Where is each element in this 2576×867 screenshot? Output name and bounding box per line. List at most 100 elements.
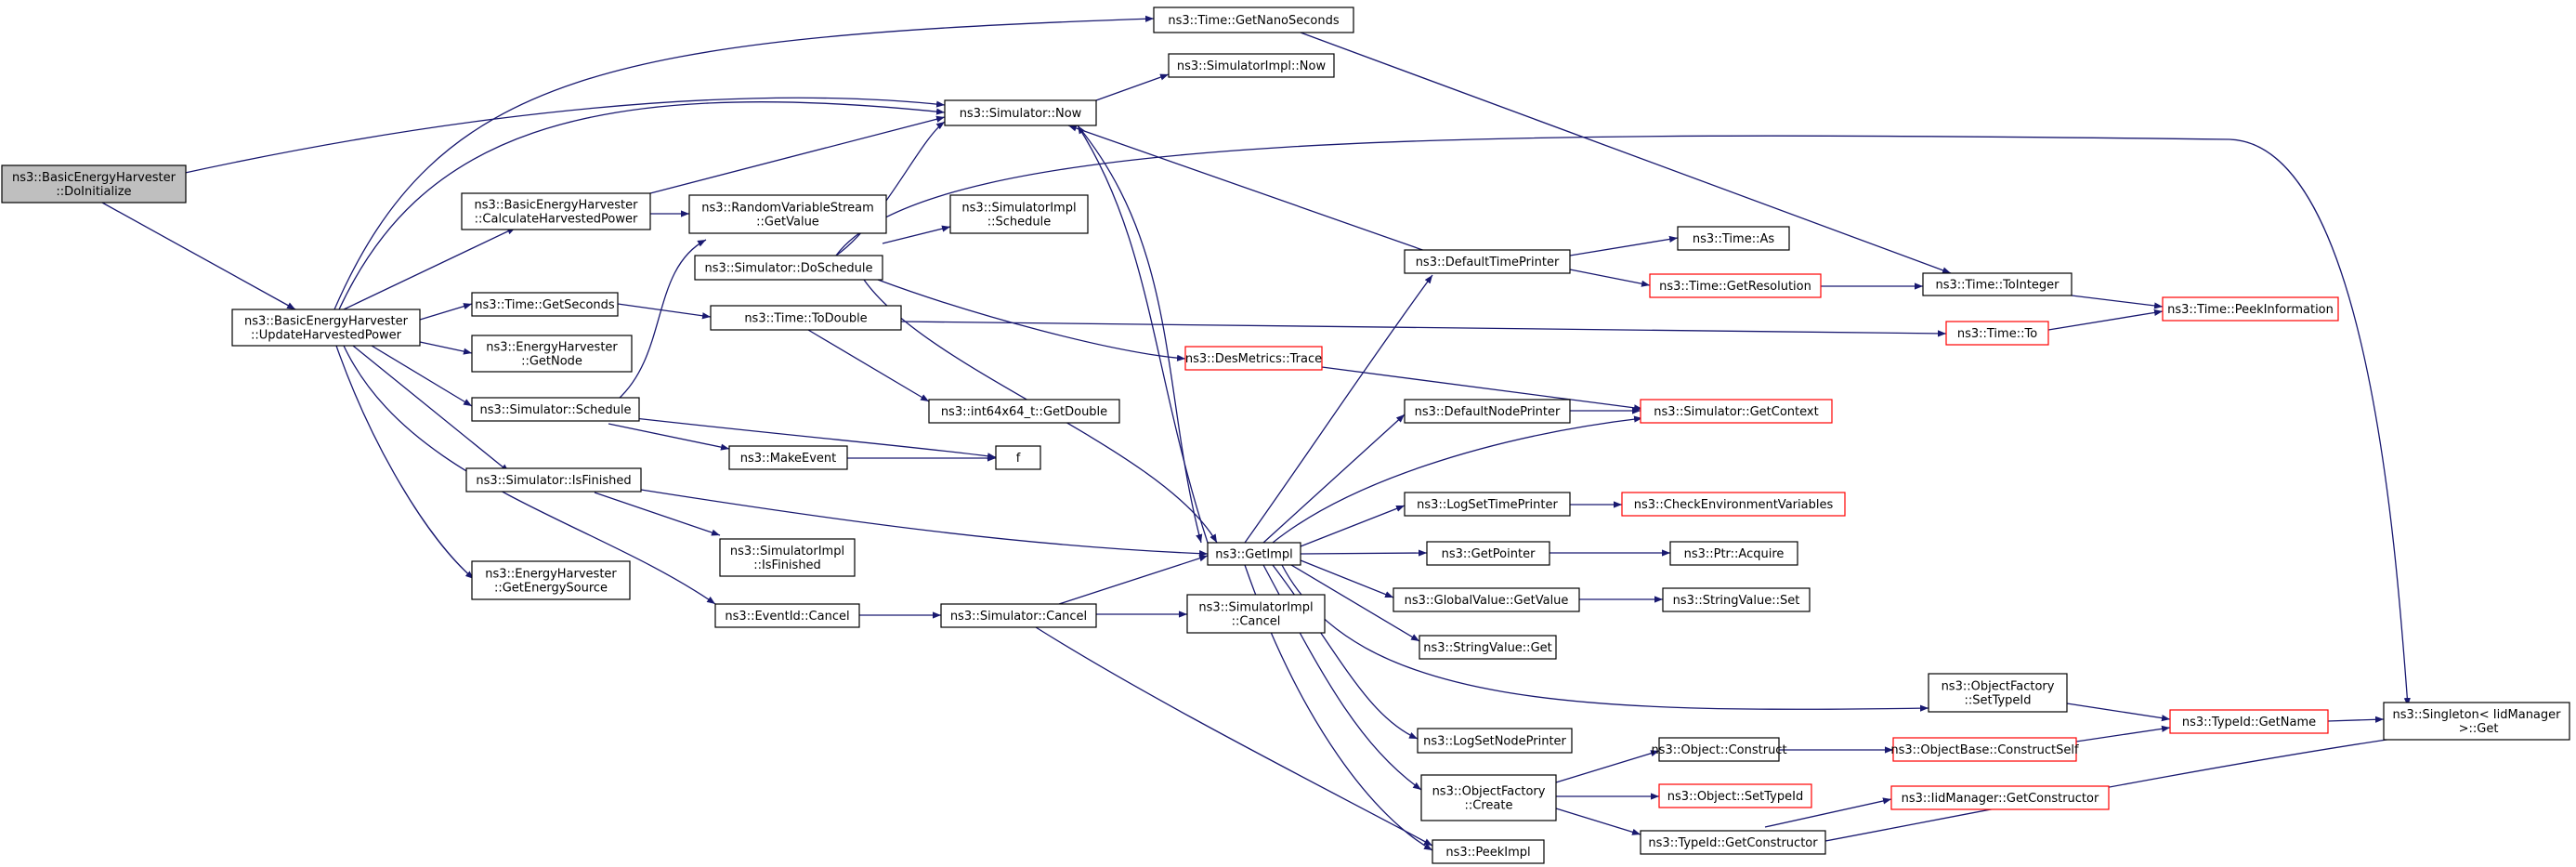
node-ns3-energyharvester-getenergysource[interactable]: ns3::EnergyHarvester::GetEnergySource bbox=[471, 560, 631, 600]
node-ns3-ptr-acquire[interactable]: ns3::Ptr::Acquire bbox=[1669, 541, 1798, 566]
node-label: ::Create bbox=[1465, 799, 1513, 813]
edge-simcancel-getimpl bbox=[1058, 555, 1209, 605]
node-label: ns3::GetImpl bbox=[1215, 548, 1293, 562]
node-ns3-simulator-getcontext[interactable]: ns3::Simulator::GetContext bbox=[1640, 399, 1833, 424]
node-ns3-time-peekinformation[interactable]: ns3::Time::PeekInformation bbox=[2162, 296, 2339, 322]
node-label: ::Cancel bbox=[1232, 615, 1281, 629]
edge-schedule-makeevent bbox=[608, 423, 730, 451]
node-ns3-randomvariablestream-getvalue[interactable]: ns3::RandomVariableStream::GetValue bbox=[688, 194, 887, 234]
node-ns3-makeevent[interactable]: ns3::MakeEvent bbox=[728, 445, 848, 470]
node-ns3-logsettimeprinter[interactable]: ns3::LogSetTimePrinter bbox=[1404, 492, 1571, 517]
node-ns3-defaultnodeprinter[interactable]: ns3::DefaultNodePrinter bbox=[1404, 399, 1571, 424]
node-ns3-defaulttimeprinter[interactable]: ns3::DefaultTimePrinter bbox=[1404, 249, 1571, 274]
node-label: ns3::Time::To bbox=[1957, 327, 2037, 341]
node-ns3-getpointer[interactable]: ns3::GetPointer bbox=[1426, 541, 1550, 566]
edge-getimpl-globalvaluegetvalue bbox=[1300, 559, 1394, 598]
node-ns3-simulatorimpl-isfinished[interactable]: ns3::SimulatorImpl::IsFinished bbox=[719, 538, 856, 577]
edge-timeto-peekinformation bbox=[2047, 309, 2164, 331]
node-label: ns3::MakeEvent bbox=[740, 452, 837, 466]
node-box bbox=[710, 305, 902, 331]
node-label: ns3::Singleton< IidManager bbox=[2392, 708, 2561, 722]
node-ns3-time-getnanoseconds[interactable]: ns3::Time::GetNanoSeconds bbox=[1153, 7, 1354, 33]
edge-getimpl-getpointer bbox=[1300, 549, 1428, 557]
node-box bbox=[1420, 774, 1557, 821]
node-ns3-peekimpl[interactable]: ns3::PeekImpl bbox=[1432, 839, 1545, 864]
node-ns3-stringvalue-get[interactable]: ns3::StringValue::Get bbox=[1419, 635, 1557, 660]
edge-defaulttimeprinter-now bbox=[1067, 125, 1432, 254]
edge-update-getnanoseconds bbox=[333, 15, 1155, 310]
node-ns3-simulatorimpl-now[interactable]: ns3::SimulatorImpl::Now bbox=[1168, 53, 1335, 78]
node-ns3-time-to[interactable]: ns3::Time::To bbox=[1945, 321, 2049, 346]
node-ns3-desmetrics-trace[interactable]: ns3::DesMetrics::Trace bbox=[1184, 346, 1323, 371]
node-ns3-simulatorimpl-schedule[interactable]: ns3::SimulatorImpl::Schedule bbox=[949, 194, 1089, 234]
node-ns3-energyharvester-getnode[interactable]: ns3::EnergyHarvester::GetNode bbox=[471, 335, 633, 373]
node-ns3-eventid-cancel[interactable]: ns3::EventId::Cancel bbox=[714, 603, 860, 628]
node-label: ns3::CheckEnvironmentVariables bbox=[1634, 498, 1834, 512]
node-ns3-typeid-getname[interactable]: ns3::TypeId::GetName bbox=[2169, 709, 2329, 734]
node-box bbox=[1658, 783, 1812, 808]
edge-schedule-doschedule bbox=[617, 239, 707, 401]
edge-tointeger-peekinformation bbox=[2071, 295, 2164, 309]
node-ns3-objectfactory-settypeid[interactable]: ns3::ObjectFactory::SetTypeId bbox=[1928, 673, 2068, 713]
node-ns3-stringvalue-set[interactable]: ns3::StringValue::Set bbox=[1662, 587, 1811, 612]
node-label: ns3::Time::ToDouble bbox=[744, 312, 867, 326]
edge-defaulttimeprinter-timeas bbox=[1569, 235, 1679, 256]
node-box bbox=[1404, 492, 1571, 517]
node-ns3-objectfactory-create[interactable]: ns3::ObjectFactory::Create bbox=[1420, 774, 1557, 821]
node-box bbox=[995, 445, 1041, 470]
edge-doschedule-singleton bbox=[835, 135, 2411, 707]
edge-calcpower-now bbox=[649, 115, 946, 194]
node-ns3-simulator-isfinished[interactable]: ns3::Simulator::IsFinished bbox=[465, 467, 642, 493]
node-ns3-simulator-doschedule[interactable]: ns3::Simulator::DoSchedule bbox=[694, 255, 883, 281]
node-ns3-time-getseconds[interactable]: ns3::Time::GetSeconds bbox=[471, 292, 619, 317]
node-box bbox=[728, 445, 848, 470]
node-box bbox=[471, 397, 640, 422]
edge-getimpl-objectfactorysettypeid bbox=[1281, 564, 1929, 712]
node-ns3-singleton-iidmanager-get[interactable]: ns3::Singleton< IidManager >::Get bbox=[2383, 702, 2570, 741]
node-ns3-time-getresolution[interactable]: ns3::Time::GetResolution bbox=[1649, 273, 1822, 298]
node-ns3-logsetnodeprinter[interactable]: ns3::LogSetNodePrinter bbox=[1417, 728, 1573, 754]
node-ns3-simulator-schedule[interactable]: ns3::Simulator::Schedule bbox=[471, 397, 640, 422]
node-label: >::Get bbox=[2455, 722, 2499, 736]
node-ns3-objectbase-constructself[interactable]: ns3::ObjectBase::ConstructSelf bbox=[1890, 737, 2079, 762]
edge-gettypeidconstructor-iidgetconstructor bbox=[1764, 797, 1892, 828]
edge-getnanoseconds-tointeger bbox=[1300, 32, 1952, 274]
node-f[interactable]: f bbox=[995, 445, 1041, 470]
node-label: ns3::BasicEnergyHarvester bbox=[475, 199, 639, 213]
node-box bbox=[1, 164, 187, 204]
edge-destrace-getcontext bbox=[1321, 366, 1643, 412]
node-box bbox=[1426, 541, 1550, 566]
node-ns3-simulator-cancel[interactable]: ns3::Simulator::Cancel bbox=[940, 603, 1097, 628]
edge-objectfactorycreate-objectconstruct bbox=[1555, 750, 1660, 783]
edge-getimpl-defaultnodeprinter bbox=[1262, 414, 1406, 544]
node-ns3-typeid-getconstructor[interactable]: ns3::TypeId::GetConstructor bbox=[1640, 830, 1826, 855]
node-ns3-basicenergyharvester-calculateharvestedpower[interactable]: ns3::BasicEnergyHarvester::CalculateHarv… bbox=[461, 192, 651, 230]
edge-getimpl-now bbox=[1077, 125, 1209, 544]
node-ns3-time-todouble[interactable]: ns3::Time::ToDouble bbox=[710, 305, 902, 331]
node-ns3-object-settypeid[interactable]: ns3::Object::SetTypeId bbox=[1658, 783, 1812, 808]
node-ns3-checkenvironmentvariables[interactable]: ns3::CheckEnvironmentVariables bbox=[1621, 492, 1846, 517]
node-ns3-time-as[interactable]: ns3::Time::As bbox=[1677, 226, 1790, 251]
node-label: ns3::Time::As bbox=[1693, 232, 1775, 246]
node-ns3-simulator-now[interactable]: ns3::Simulator::Now bbox=[944, 99, 1097, 126]
node-ns3-simulatorimpl-cancel[interactable]: ns3::SimulatorImpl::Cancel bbox=[1186, 594, 1326, 634]
edge-doschedule-destrace bbox=[877, 279, 1186, 361]
node-label: ns3::ObjectBase::ConstructSelf bbox=[1890, 743, 2079, 757]
edge-update-eventcancel bbox=[343, 345, 716, 605]
node-ns3-getimpl[interactable]: ns3::GetImpl bbox=[1207, 542, 1301, 566]
node-ns3-int64x64-t-getdouble[interactable]: ns3::int64x64_t::GetDouble bbox=[928, 399, 1120, 424]
node-ns3-object-construct[interactable]: ns3::Object::Construct bbox=[1651, 737, 1787, 762]
node-ns3-basicenergyharvester-doinitialize[interactable]: ns3::BasicEnergyHarvester::DoInitialize bbox=[1, 164, 187, 204]
node-ns3-iidmanager-getconstructor[interactable]: ns3::IidManager::GetConstructor bbox=[1890, 785, 2110, 810]
node-label: ns3::BasicEnergyHarvester bbox=[12, 171, 177, 185]
node-box bbox=[1662, 587, 1811, 612]
edge-update-getenergysource bbox=[335, 345, 475, 580]
node-ns3-basicenergyharvester-updateharvestedpower[interactable]: ns3::BasicEnergyHarvester::UpdateHarvest… bbox=[231, 309, 421, 347]
node-label: ns3::ObjectFactory bbox=[1942, 680, 2055, 694]
node-ns3-time-tointeger[interactable]: ns3::Time::ToInteger bbox=[1922, 272, 2073, 296]
node-ns3-globalvalue-getvalue[interactable]: ns3::GlobalValue::GetValue bbox=[1393, 587, 1580, 612]
node-box bbox=[471, 335, 633, 373]
node-label: ns3::SimulatorImpl bbox=[1198, 601, 1313, 615]
node-box bbox=[1432, 839, 1545, 864]
node-box bbox=[1621, 492, 1846, 517]
